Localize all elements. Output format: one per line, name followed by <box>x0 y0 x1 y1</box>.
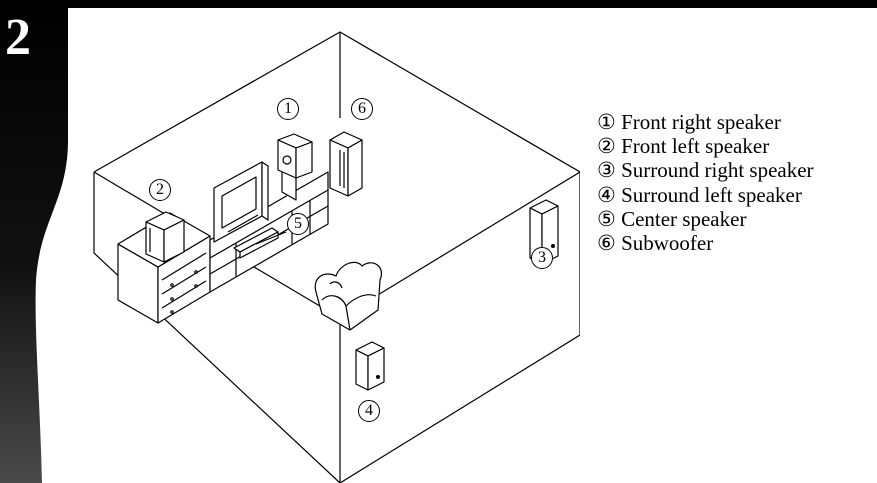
top-rule <box>0 0 877 8</box>
television <box>213 161 269 243</box>
legend-num: ⑥ <box>597 231 616 256</box>
marker-3: 3 <box>531 247 553 269</box>
step-sidebar <box>0 0 68 483</box>
legend-label: Surround left speaker <box>621 182 802 207</box>
legend-item-subwoofer: ⑥ Subwoofer <box>597 231 814 255</box>
marker-5: 5 <box>287 213 309 235</box>
legend-item-surround-left: ④ Surround left speaker <box>597 183 814 207</box>
legend-num: ④ <box>597 182 616 207</box>
legend-item-center: ⑤ Center speaker <box>597 207 814 231</box>
legend-item-surround-right: ③ Surround right speaker <box>597 158 814 182</box>
subwoofer <box>329 131 363 197</box>
legend-label: Surround right speaker <box>621 158 814 183</box>
marker-6: 6 <box>351 98 373 120</box>
legend-label: Front right speaker <box>621 110 781 134</box>
room-diagram <box>93 31 580 483</box>
step-number: 2 <box>5 9 31 66</box>
legend-num: ⑤ <box>597 206 616 231</box>
legend-label: Subwoofer <box>621 231 714 256</box>
legend-item-front-right: ① Front right speaker <box>597 110 814 134</box>
legend-item-front-left: ② Front left speaker <box>597 134 814 158</box>
marker-1: 1 <box>277 98 299 120</box>
marker-4: 4 <box>358 400 380 422</box>
speaker-legend: ① Front right speaker ② Front left speak… <box>597 110 814 255</box>
speaker-front-left <box>145 211 185 263</box>
armchair <box>314 261 382 331</box>
tv-cabinet <box>117 212 211 324</box>
marker-2: 2 <box>149 179 171 201</box>
speaker-front-right <box>277 133 313 201</box>
legend-num: ① <box>597 110 616 134</box>
legend-label: Front left speaker <box>621 134 770 159</box>
legend-label: Center speaker <box>621 206 747 231</box>
legend-num: ③ <box>597 158 616 183</box>
legend-num: ② <box>597 134 616 159</box>
speaker-surround-left <box>355 341 385 391</box>
